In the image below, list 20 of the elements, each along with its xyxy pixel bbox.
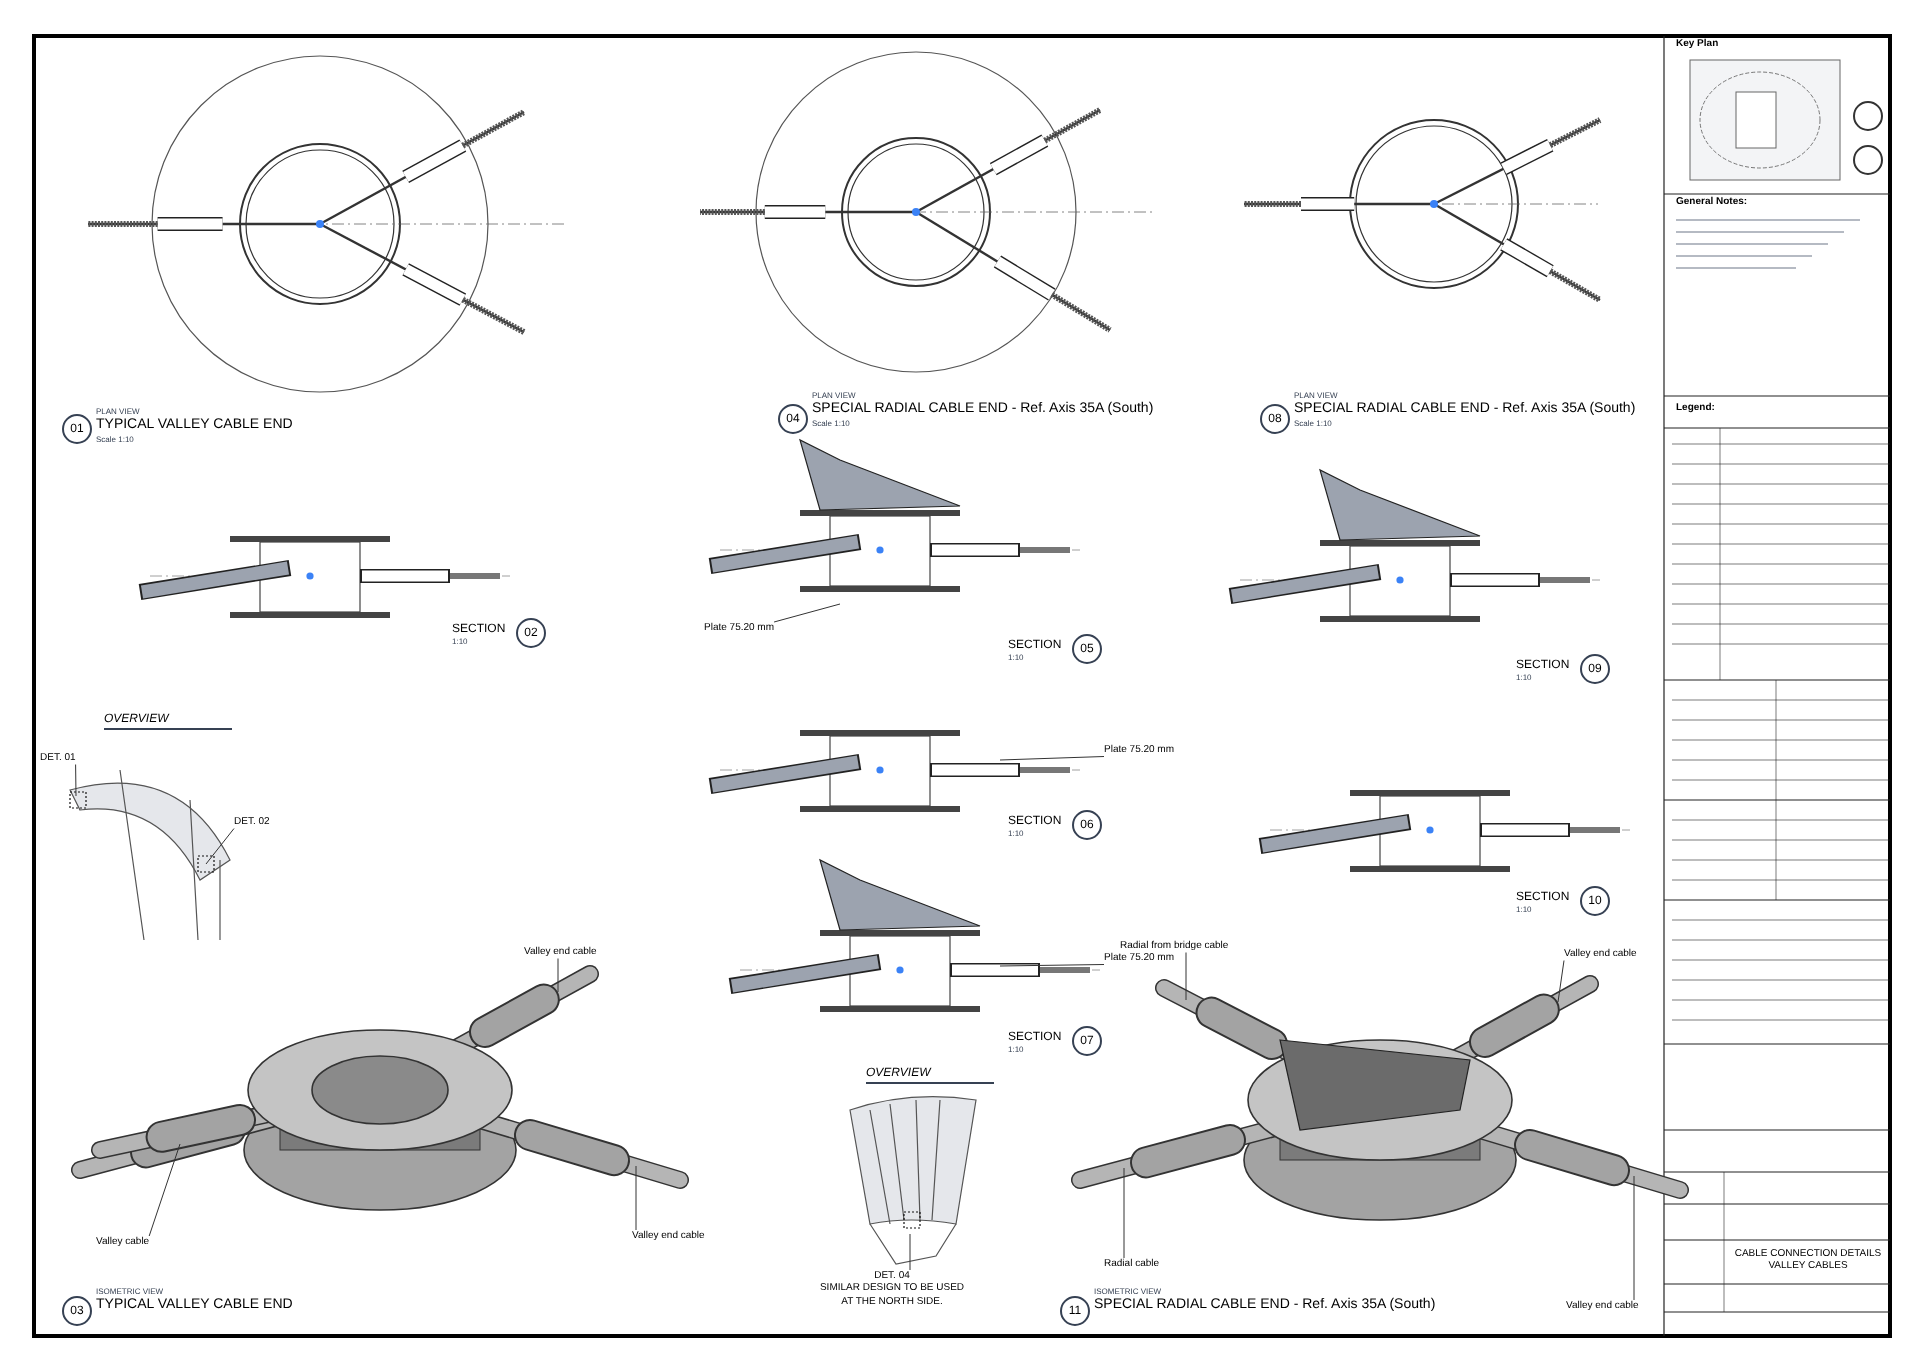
overview-drawing [849,1096,977,1265]
leader-line [557,958,559,993]
leader-line [773,603,841,623]
leader-line [205,828,235,865]
leader-line [1557,960,1565,1003]
section-drawing [708,730,1081,812]
leader-line [999,964,1105,967]
isometric-drawing [71,965,689,1211]
section-drawing [708,438,1081,592]
overview-drawing [69,769,231,941]
leader-line [148,1143,181,1237]
leader-line [1123,1167,1125,1259]
leader-line [999,756,1105,761]
leader-line [909,1233,911,1271]
isometric-drawing [1071,975,1689,1221]
leader-line [635,1165,637,1231]
leader-line [1185,952,1187,1001]
leader-line [75,764,77,797]
leader-line [1633,1175,1635,1301]
section-drawing [728,858,1101,1012]
